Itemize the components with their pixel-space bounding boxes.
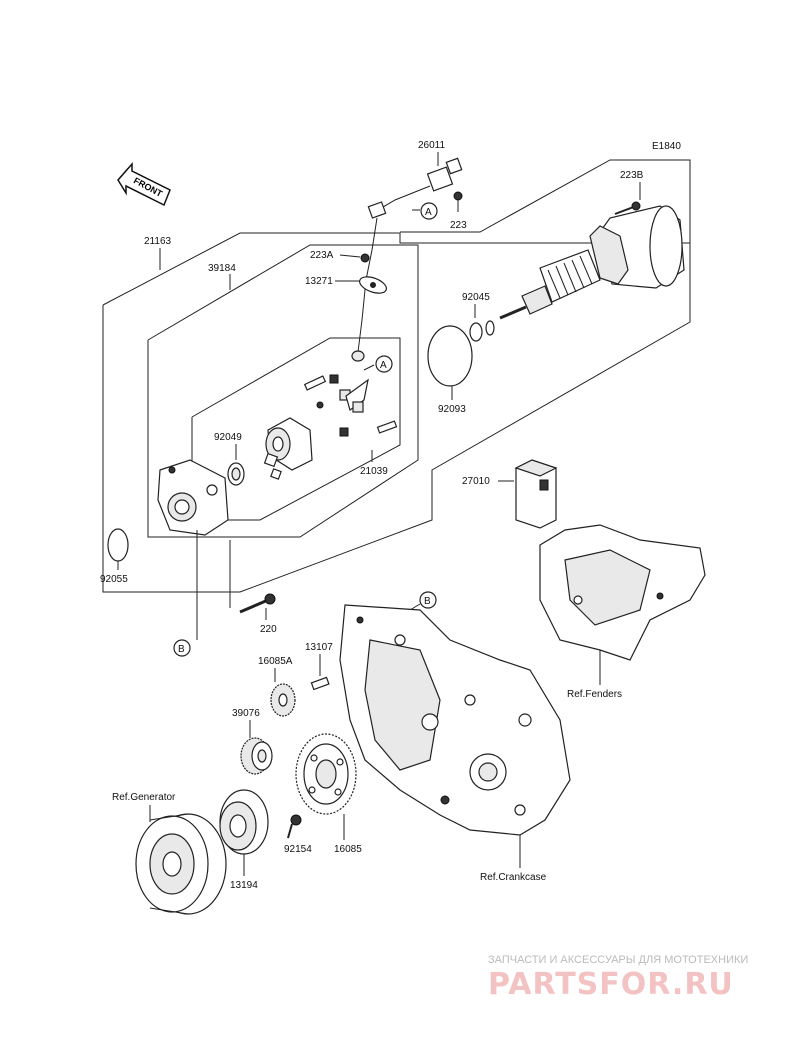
- screw-223A: [360, 253, 370, 263]
- ref-a-mid-label: A: [380, 360, 387, 371]
- motor-yoke: [589, 205, 685, 289]
- label-92055: 92055: [100, 574, 128, 585]
- label-92154: 92154: [284, 844, 312, 855]
- shaft-13107: [310, 676, 330, 691]
- gear-case-39184: [157, 459, 229, 536]
- label-16085A: 16085A: [258, 656, 293, 667]
- label-223A: 223A: [310, 250, 334, 261]
- bolt-223B: [614, 201, 641, 215]
- label-21163: 21163: [144, 236, 172, 247]
- ref-b-right-label: B: [424, 596, 431, 607]
- bolt-92154: [287, 814, 302, 839]
- o-ring-92055: [107, 528, 129, 562]
- label-92049: 92049: [214, 432, 242, 443]
- label-ref-generator: Ref.Generator: [112, 792, 176, 803]
- ref-b-left-label: B: [178, 644, 185, 655]
- generator-rotor: [135, 813, 227, 915]
- fender-bracket: [539, 524, 706, 661]
- lead-wire-26011: [357, 152, 463, 353]
- relay-27010: [514, 459, 558, 529]
- screw-223: [453, 191, 463, 212]
- gear-16085A: [270, 683, 296, 717]
- starter-gear-16085: [295, 733, 357, 815]
- label-223B: 223B: [620, 170, 644, 181]
- watermark-caption: ЗАПЧАСТИ И АКСЕССУАРЫ ДЛЯ МОТОТЕХНИКИ: [488, 954, 748, 966]
- label-92093: 92093: [438, 404, 466, 415]
- gear-39076: [240, 737, 273, 775]
- label-220: 220: [260, 624, 277, 635]
- armature: [499, 249, 601, 320]
- ref-circle-b-left: [173, 639, 191, 657]
- plate-13271: [359, 276, 387, 294]
- crankcase: [339, 604, 571, 836]
- watermark-brand: PARTSFOR.RU: [488, 967, 734, 1002]
- label-13194: 13194: [230, 880, 258, 891]
- label-39076: 39076: [232, 708, 260, 719]
- bolt-220: [239, 593, 276, 614]
- label-223: 223: [450, 220, 467, 231]
- starter-clutch-13194: [219, 789, 269, 855]
- label-ref-crankcase: Ref.Crankcase: [480, 872, 547, 883]
- label-21039: 21039: [360, 466, 388, 477]
- label-ref-fenders: Ref.Fenders: [567, 689, 622, 700]
- label-16085: 16085: [334, 844, 362, 855]
- washer-92045: [469, 320, 495, 342]
- label-13107: 13107: [305, 642, 333, 653]
- diagram-code: E1840: [652, 141, 681, 152]
- label-92045: 92045: [462, 292, 490, 303]
- ref-circle-a-mid: [375, 355, 393, 373]
- front-arrow-icon: FRONT: [117, 162, 171, 207]
- front-cover: [263, 417, 313, 480]
- ref-circle-b-right: [419, 591, 437, 609]
- oil-seal-92049: [227, 462, 245, 486]
- o-ring-92093: [427, 325, 473, 387]
- label-26011: 26011: [418, 140, 446, 151]
- label-13271: 13271: [305, 276, 333, 287]
- ref-a-top-label: A: [425, 207, 432, 218]
- ref-circle-a-top: [420, 202, 438, 220]
- brush-holder: [303, 350, 398, 437]
- label-39184: 39184: [208, 263, 236, 274]
- label-27010: 27010: [462, 476, 490, 487]
